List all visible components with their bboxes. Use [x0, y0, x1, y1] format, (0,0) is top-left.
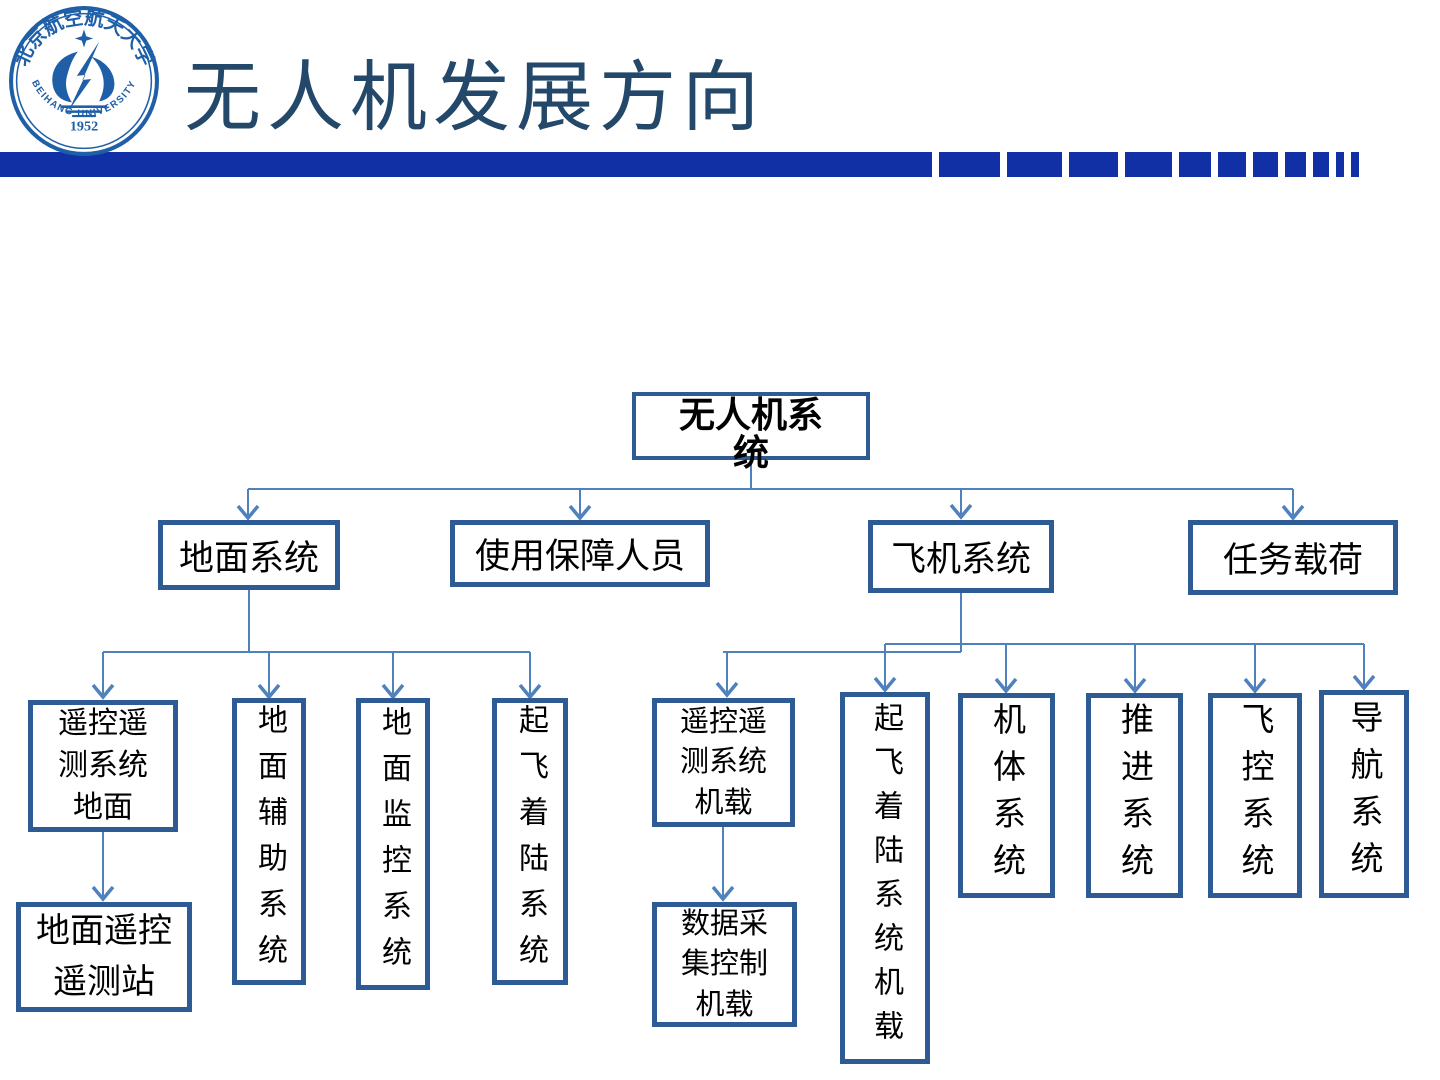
divider-segment	[1069, 152, 1118, 177]
node-ground-system: 地面系统	[158, 520, 340, 590]
divider-segment	[1179, 152, 1211, 177]
divider-segment	[1125, 152, 1172, 177]
node-telemetry-ground: 遥控遥 测系统 地面	[28, 700, 178, 832]
node-flight-control-system: 飞控系统	[1208, 693, 1302, 898]
node-airframe-system: 机体系统	[958, 693, 1055, 898]
node-uav-system: 无人机系 统	[632, 392, 870, 472]
divider-segment	[1285, 152, 1306, 177]
node-ground-auxiliary: 地面辅助系统	[232, 698, 306, 985]
node-aircraft-system: 飞机系统	[868, 520, 1054, 593]
seal-year: 1952	[70, 119, 98, 135]
node-takeoff-landing: 起飞着陆系统	[492, 698, 568, 985]
node-takeoff-landing-airborne: 起飞着陆系统机载	[840, 692, 930, 1064]
header-divider-segments	[939, 152, 1359, 177]
university-logo: 北京航空航天大学 1952 BEIHANG UNIVERSITY	[9, 6, 159, 156]
node-ground-control-station: 地面遥控 遥测站	[16, 902, 192, 1012]
connector-lines	[102, 460, 1365, 896]
divider-segment	[1218, 152, 1246, 177]
header-divider-bar	[0, 152, 932, 177]
node-support-personnel: 使用保障人员	[450, 520, 710, 587]
node-ground-monitoring: 地面监控系统	[356, 698, 430, 990]
page-title: 无人机发展方向	[184, 55, 765, 141]
node-data-acquisition-airborne: 数据采 集控制 机载	[652, 902, 797, 1027]
divider-segment	[939, 152, 1000, 177]
node-telemetry-airborne: 遥控遥 测系统 机载	[652, 698, 795, 827]
divider-segment	[1313, 152, 1329, 177]
divider-segment	[1007, 152, 1062, 177]
divider-segment	[1253, 152, 1278, 177]
divider-segment	[1336, 152, 1344, 177]
node-mission-payload: 任务载荷	[1188, 520, 1398, 595]
node-navigation-system: 导航系统	[1319, 690, 1409, 898]
divider-segment	[1351, 152, 1359, 177]
node-propulsion-system: 推进系统	[1086, 693, 1183, 898]
seal-emblem	[52, 29, 115, 118]
seal-inner-ring	[15, 12, 153, 150]
arrowheads	[91, 503, 1376, 902]
